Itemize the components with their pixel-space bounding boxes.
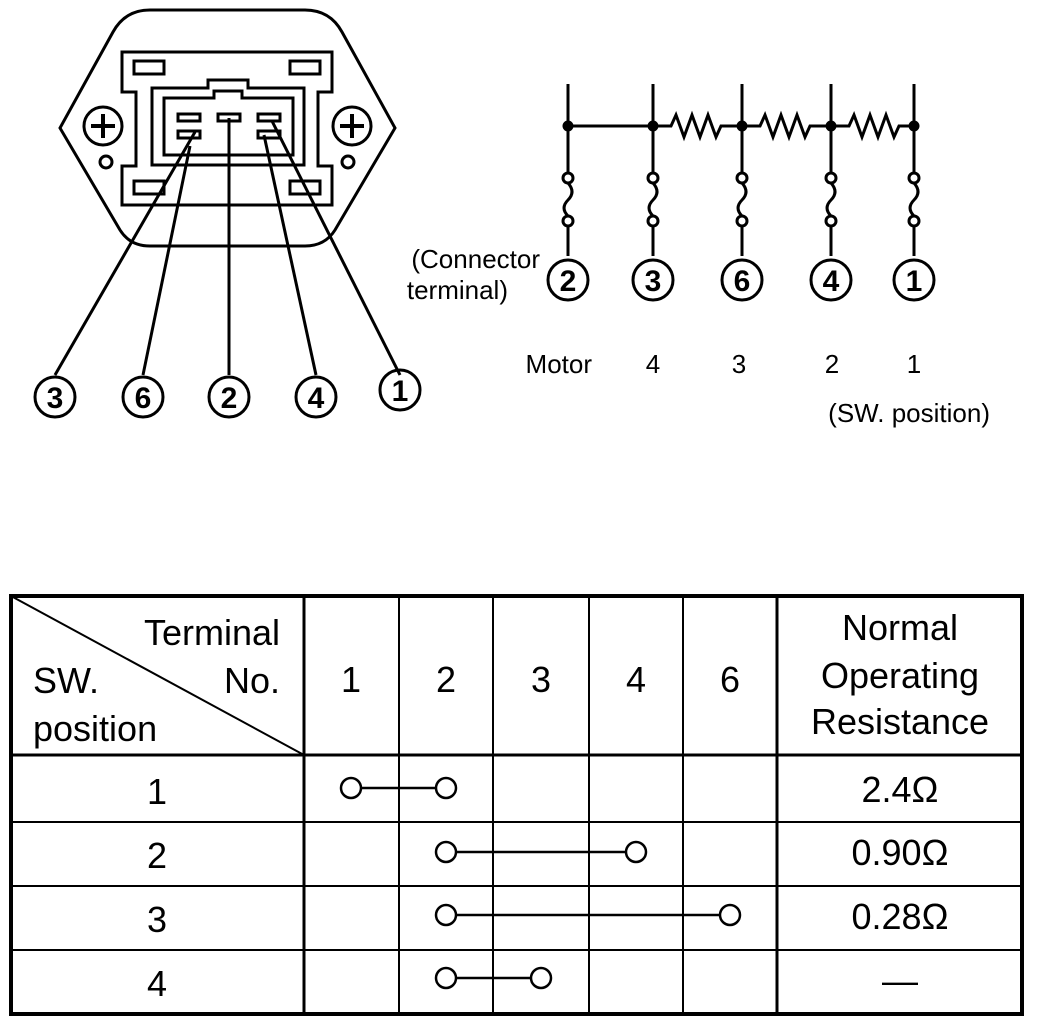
- pin-callout: 1: [378, 368, 422, 412]
- terminal-column-header: 4: [626, 659, 646, 700]
- screw-left-icon: [82, 105, 124, 147]
- continuity-dot: [434, 776, 458, 800]
- mount-hole: [340, 154, 356, 170]
- connector-terminal-label: (Connector: [411, 244, 540, 274]
- row-sw-position: 1: [147, 771, 167, 812]
- pin-number: 3: [47, 382, 64, 415]
- pin-callout: 6: [121, 375, 165, 419]
- mounting-plate: [120, 50, 334, 207]
- connector-terminal-label: terminal): [407, 275, 508, 305]
- pin-slot: [256, 112, 282, 123]
- continuity-markers: [339, 776, 742, 990]
- leader-line: [262, 134, 318, 376]
- pin-number: 1: [392, 375, 409, 408]
- schematic-connector-symbols: [561, 126, 921, 256]
- resistor-symbol: [831, 110, 914, 142]
- connector-pin-callouts: 3 6 2 4 1: [33, 368, 422, 419]
- leader-line: [270, 120, 402, 376]
- pin-number: 4: [308, 382, 325, 415]
- schematic-terminal-callouts: 2 3 6 4 1: [546, 258, 936, 302]
- terminal-callout: 6: [720, 258, 764, 302]
- plate-slot-bottom-right: [288, 179, 322, 196]
- continuity-dot: [434, 966, 458, 990]
- mount-hole: [98, 154, 114, 170]
- terminal-callout: 4: [809, 258, 853, 302]
- table-border: [9, 594, 1024, 1016]
- pin-callout: 4: [294, 375, 338, 419]
- terminal-column-header: 6: [720, 659, 740, 700]
- connector-symbol: [561, 126, 575, 256]
- plate-slot-top-left: [132, 59, 166, 76]
- terminal-column-header: 2: [436, 659, 456, 700]
- terminal-number: 1: [906, 265, 923, 298]
- leader-line: [141, 145, 192, 376]
- connector-symbol: [907, 126, 921, 256]
- terminal-number: 2: [560, 265, 577, 298]
- sw-position-label: (SW. position): [828, 398, 990, 428]
- terminal-callout: 2: [546, 258, 590, 302]
- leader-line: [53, 131, 197, 376]
- continuity-dot: [529, 966, 553, 990]
- continuity-dot: [434, 903, 458, 927]
- continuity-table: Terminal No. SW. position 1 2 3 4 6 Norm…: [9, 594, 1024, 1016]
- header-terminal-label: Terminal: [144, 612, 280, 653]
- sw-position-value: 2: [825, 349, 839, 379]
- header-no-label: No.: [224, 660, 280, 701]
- resistor-housing: [58, 8, 397, 248]
- pin-slot: [176, 112, 202, 123]
- row-resistance: 2.4Ω: [862, 769, 939, 810]
- connector-symbol: [735, 126, 749, 256]
- pin-slot: [176, 129, 202, 140]
- row-sw-position: 2: [147, 835, 167, 876]
- terminal-column-header: 1: [341, 659, 361, 700]
- terminal-column-header: 3: [531, 659, 551, 700]
- continuity-dot: [339, 776, 363, 800]
- motor-label: Motor: [526, 349, 593, 379]
- terminal-number: 3: [645, 265, 662, 298]
- header-sw-label: SW.: [33, 660, 99, 701]
- terminal-number: 4: [823, 265, 840, 298]
- resistor-symbol: [742, 110, 831, 142]
- terminal-callout: 1: [892, 258, 936, 302]
- pin-number: 6: [135, 382, 152, 415]
- header-corner-diagonal: [10, 595, 305, 756]
- connector-symbol: [646, 126, 660, 256]
- row-resistance: 0.28Ω: [852, 896, 949, 937]
- row-sw-position: 4: [147, 963, 167, 1004]
- pin-callout: 3: [33, 375, 77, 419]
- terminal-callout: 3: [631, 258, 675, 302]
- continuity-dot: [718, 903, 742, 927]
- resistor-connector-drawing: [53, 8, 402, 376]
- sw-position-value: 4: [646, 349, 660, 379]
- resistance-header: Normal: [842, 607, 958, 648]
- continuity-dot: [434, 840, 458, 864]
- plate-slot-top-right: [288, 59, 322, 76]
- row-sw-position: 3: [147, 899, 167, 940]
- connector-symbol: [824, 126, 838, 256]
- connector-housing: [150, 78, 306, 167]
- connector-cavity: [162, 89, 295, 157]
- resistor-symbol: [653, 110, 742, 142]
- screw-right-icon: [331, 105, 373, 147]
- resistance-header: Operating: [821, 655, 979, 696]
- terminal-number: 6: [734, 265, 751, 298]
- row-resistance: —: [882, 960, 918, 1001]
- pin-number: 2: [221, 382, 238, 415]
- header-position-label: position: [33, 708, 157, 749]
- row-resistance: 0.90Ω: [852, 832, 949, 873]
- continuity-dot: [624, 840, 648, 864]
- resistance-header: Resistance: [811, 701, 989, 742]
- sw-position-value: 1: [907, 349, 921, 379]
- sw-position-value: 3: [732, 349, 746, 379]
- pin-callout: 2: [207, 375, 251, 419]
